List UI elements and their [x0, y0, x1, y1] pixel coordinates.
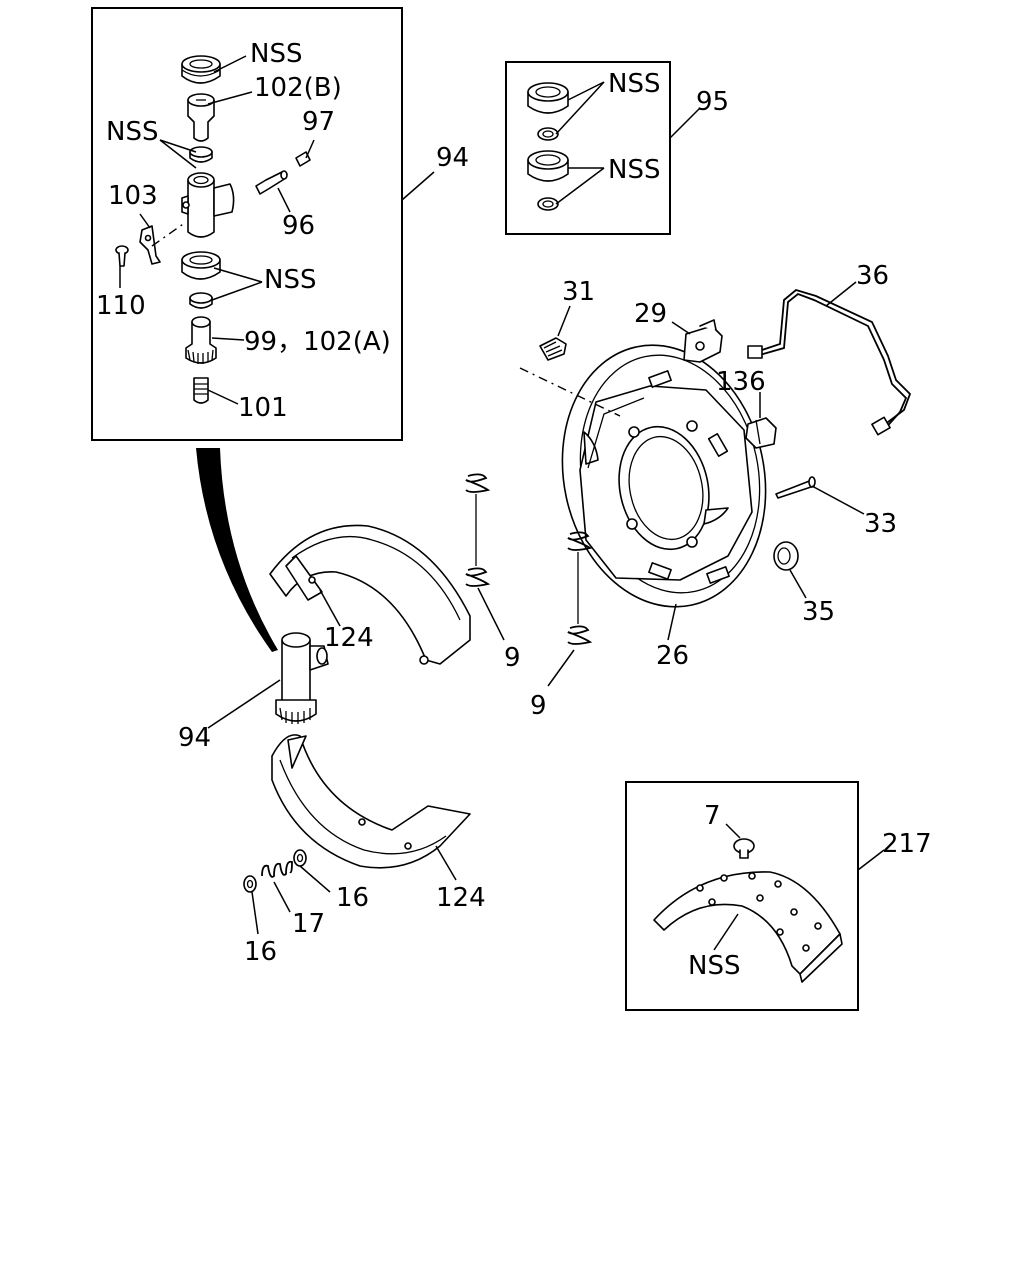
label-136: 136	[716, 367, 766, 397]
backing-plate-26	[561, 344, 767, 608]
label-nss-lining: NSS	[688, 951, 740, 981]
brake-shoe-upper	[269, 524, 471, 665]
seal-kit-cup-2	[537, 197, 559, 211]
label-103: 103	[108, 181, 158, 211]
seal-kit-boot-1	[527, 82, 569, 114]
bolt-31	[539, 337, 567, 361]
return-spring-upper	[465, 473, 491, 587]
spring-17	[261, 860, 293, 878]
label-7: 7	[704, 801, 721, 831]
label-95: 95	[696, 87, 729, 117]
wheel-cylinder-kit-box	[91, 7, 403, 441]
label-36: 36	[856, 261, 889, 291]
bleeder-screw-96	[255, 170, 288, 195]
seal-kit-cup-1	[537, 127, 559, 141]
label-nss-95a: NSS	[608, 69, 660, 99]
label-16-right: 16	[336, 883, 369, 913]
label-31: 31	[562, 277, 595, 307]
seal-kit-box	[505, 61, 671, 235]
label-16-left: 16	[244, 937, 277, 967]
cup-seal-upper	[189, 146, 213, 163]
lining-kit-box	[625, 781, 859, 1011]
label-94-box: 94	[436, 143, 469, 173]
rivet-7	[733, 838, 755, 859]
washer-16-right	[293, 849, 307, 867]
label-217: 217	[882, 829, 932, 859]
hose-bracket-29	[683, 319, 723, 363]
label-33: 33	[864, 509, 897, 539]
brake-lining	[653, 871, 843, 983]
washer-16-left	[243, 875, 257, 893]
label-9-right: 9	[504, 643, 521, 673]
label-97: 97	[302, 107, 335, 137]
plug-35	[773, 541, 799, 571]
label-17: 17	[292, 909, 325, 939]
label-9-left: 9	[530, 691, 547, 721]
pin-33	[775, 476, 816, 499]
label-nss-mid: NSS	[264, 265, 316, 295]
callout-arrow	[196, 448, 278, 652]
label-29: 29	[634, 299, 667, 329]
boot-seal-lower	[181, 251, 221, 280]
screw-110	[115, 245, 129, 267]
label-94-lower: 94	[178, 723, 211, 753]
label-102b: 102(B)	[254, 73, 342, 103]
brake-pipe-36	[747, 288, 912, 436]
return-spring-lower	[567, 531, 593, 645]
boot-seal-top	[181, 55, 221, 84]
label-124-bottom: 124	[436, 883, 486, 913]
wheel-cylinder-assembled	[275, 632, 329, 724]
label-96: 96	[282, 211, 315, 241]
label-nss-left: NSS	[106, 117, 158, 147]
label-110: 110	[96, 291, 146, 321]
adjuster-screw-101	[193, 377, 209, 404]
seal-kit-boot-2	[527, 150, 569, 182]
label-101: 101	[238, 393, 288, 423]
label-124-top: 124	[324, 623, 374, 653]
cylinder-body	[181, 172, 235, 238]
brake-shoe-lower	[271, 734, 471, 869]
label-nss-top: NSS	[250, 39, 302, 69]
piston-102b	[187, 93, 215, 142]
label-35: 35	[802, 597, 835, 627]
label-nss-95b: NSS	[608, 155, 660, 185]
adjuster-piston-99-102a	[185, 316, 217, 364]
clip-plate-103	[139, 225, 161, 265]
label-99-102a: 99，102(A)	[244, 327, 391, 357]
cup-seal-lower	[189, 292, 213, 309]
label-26: 26	[656, 641, 689, 671]
clip-136	[745, 417, 777, 449]
